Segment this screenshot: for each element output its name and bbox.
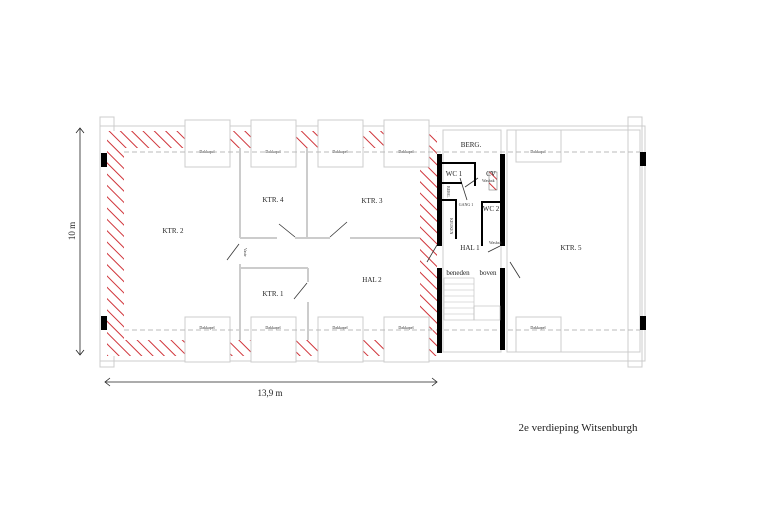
dormer-label: Dakkapel xyxy=(530,325,546,330)
plan-caption: 2e verdieping Witsenburgh xyxy=(519,422,638,434)
stairs xyxy=(443,277,501,321)
dimension-lines xyxy=(75,127,438,387)
room-ktr5: KTR. 5 xyxy=(561,244,583,252)
cv-unit xyxy=(488,171,498,191)
room-ktr3: KTR. 3 xyxy=(362,197,384,205)
dimension-width: 13,9 m xyxy=(257,388,282,398)
dormer-label: Dakkapel xyxy=(530,149,546,154)
room-berg: BERG. xyxy=(461,141,482,149)
room-berg-small: BERG. xyxy=(446,186,451,198)
roof-dashed-lines xyxy=(124,151,640,331)
partitions xyxy=(239,148,420,340)
room-ktr4: KTR. 4 xyxy=(263,196,285,204)
room-keuken: KEUKEN xyxy=(449,218,454,235)
dormer-label: Dakkapel xyxy=(332,325,348,330)
room-ktr2: KTR. 2 xyxy=(163,227,185,235)
building-outline xyxy=(99,116,646,368)
dormers xyxy=(184,119,562,363)
stairs-down-label: beneden xyxy=(446,269,470,277)
room-hal1: HAL 1 xyxy=(460,244,480,252)
dormer-label: Dakkapel xyxy=(199,325,215,330)
room-ktr1: KTR. 1 xyxy=(263,290,285,298)
room-gang1: GANG 1 xyxy=(459,202,474,207)
dormer-label: Dakkapel xyxy=(265,149,281,154)
room-cv: CV xyxy=(486,170,496,178)
dormer-label: Dakkapel xyxy=(398,325,414,330)
dormer-label: Dakkapel xyxy=(265,325,281,330)
label-wasbak: Wasbak xyxy=(489,240,502,245)
label-wasbak: Wasbak xyxy=(482,178,495,183)
room-hal2: HAL 2 xyxy=(362,276,382,284)
door-swings xyxy=(226,177,521,300)
dimension-height: 10 m xyxy=(67,222,77,240)
walls xyxy=(101,152,646,353)
room-wc2: WC 2 xyxy=(483,205,500,213)
room-wc1: WC 1 xyxy=(446,170,463,178)
stairs-up-label: boven xyxy=(479,269,497,277)
label-vaste: Vaste xyxy=(243,248,248,257)
